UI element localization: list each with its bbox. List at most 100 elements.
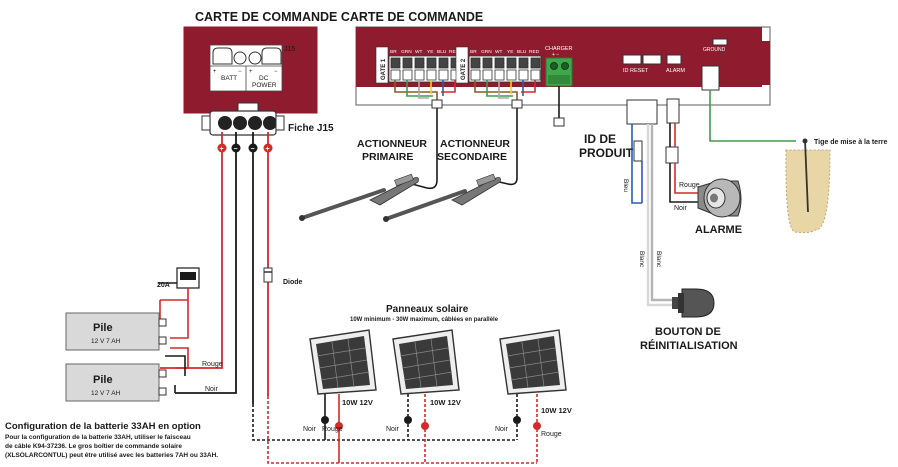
config-line-2: de câble K94-37236. Le gros boîtier de c… (5, 443, 182, 450)
gate-1-terminal-block: GATE 1 BR GRN WT YE BLU RED (375, 46, 462, 84)
gate-2-terminal-wt: WT (495, 49, 503, 55)
j15-label: J15 (284, 46, 295, 53)
dc-minus: − (274, 69, 278, 75)
gate-1-terminal-br: BR (390, 49, 397, 55)
gate-2-terminal-blu: BLU (517, 49, 527, 55)
plug-minus-2: − (251, 146, 255, 153)
power-label: POWER (252, 82, 277, 89)
solar-panel-1 (309, 329, 377, 395)
ground-rod (785, 138, 831, 234)
ground-rod-label: Tige de mise à la terre (814, 139, 888, 146)
solar-panel-2 (392, 329, 460, 395)
secondary-actuator-label-1: ACTIONNEUR (440, 138, 510, 150)
alarm-port: ALARM (666, 54, 685, 74)
id-reset-label: ID RESET (623, 68, 649, 74)
wire-blanc-1-label: Blanc (638, 251, 645, 268)
wire-blanc-2-label: Blanc (655, 251, 662, 268)
diode-label: Diode (283, 279, 303, 286)
charger-label: CHARGER (545, 46, 573, 52)
panel-3-red-label: Rouge (541, 431, 562, 438)
battery-1-name: Pile (93, 322, 113, 334)
charger-terminal: CHARGER + − (545, 46, 573, 87)
battery-1-spec: 12 V 7 AH (91, 338, 121, 345)
ground-connector (701, 65, 720, 91)
battery-wires (159, 300, 189, 393)
reset-button-label-2: RÉINITIALISATION (640, 339, 738, 352)
config-title: Configuration de la batterie 33AH en opt… (5, 421, 201, 432)
batt-minus: − (238, 69, 242, 75)
alarm-port-label: ALARM (666, 68, 685, 74)
batt-label: BATT (221, 75, 237, 82)
panel-1-red-label: Rouge (322, 426, 343, 433)
panel-1-black-label: Noir (303, 426, 317, 433)
alarm-wire-black-label: Noir (674, 205, 688, 212)
panel-3-spec: 10W 12V (541, 406, 572, 415)
config-line-1: Pour la configuration de la batterie 33A… (5, 434, 191, 441)
plug-polarity-markers: + − − + (217, 143, 273, 153)
solar-panel-3 (499, 329, 567, 395)
inline-connectors (431, 99, 565, 127)
product-id-label-1: ID DE (584, 132, 616, 146)
solar-title: Panneaux solaire (386, 304, 469, 315)
ground-port: GROUND (703, 38, 728, 53)
gate-1-terminal-wt: WT (415, 49, 423, 55)
solar-wiring (252, 394, 538, 464)
gate-1-terminal-ye: YE (427, 49, 433, 55)
board-wiring (631, 90, 796, 307)
j15-plug-label: Fiche J15 (288, 123, 334, 134)
config-line-3: (XLSOLARCONTUL) peut être utilisé avec l… (5, 452, 218, 459)
plug-plus-1: + (220, 146, 224, 153)
j15-connector-pins (212, 47, 282, 65)
solar-polarity-markers (321, 416, 541, 430)
reset-button-label-1: BOUTON DE (655, 326, 721, 338)
alarm-connector (665, 98, 680, 164)
gate-1-terminal-grn: GRN (401, 49, 412, 55)
dc-label: DC (259, 75, 269, 82)
gate-wiring (394, 80, 560, 190)
panel-3-black-label: Noir (495, 426, 509, 433)
gate-2-terminal-br: BR (470, 49, 477, 55)
battery-wire-black-label: Noir (205, 386, 219, 393)
battery-1: Pile 12 V 7 AH (65, 312, 167, 351)
batt-plus: + (213, 69, 217, 75)
fuse-label: 20A (157, 282, 170, 289)
gate-2-terminal-ye: YE (507, 49, 513, 55)
alarm-wire-red-label: Rouge (679, 182, 700, 189)
wire-bleu-label: Bleu (622, 179, 629, 192)
battery-wire-red-label: Rouge (202, 361, 223, 368)
gate-2-label: GATE 2 (461, 58, 467, 80)
gate-1-label: GATE 1 (381, 58, 387, 80)
diode (263, 267, 273, 283)
alarm-siren (697, 178, 742, 218)
fuse (158, 267, 200, 339)
primary-actuator (299, 173, 419, 221)
ground-port-label: GROUND (703, 47, 726, 53)
gate-2-terminal-grn: GRN (481, 49, 492, 55)
diagram-title: CARTE DE COMMANDE CARTE DE COMMANDE (195, 10, 483, 24)
solar-subtitle: 10W minimum - 30W maximum, câblées en pa… (350, 317, 499, 323)
secondary-actuator (383, 173, 501, 222)
battery-2: Pile 12 V 7 AH (65, 363, 167, 402)
reset-button-device (672, 288, 715, 318)
battery-2-spec: 12 V 7 AH (91, 390, 121, 397)
panel-2-spec: 10W 12V (430, 398, 461, 407)
product-id-module (626, 99, 658, 162)
plug-minus-1: − (234, 146, 238, 153)
j15-plug (201, 102, 285, 136)
primary-actuator-label-1: ACTIONNEUR (357, 138, 427, 150)
gate-1-terminal-red: RED (449, 49, 460, 55)
product-id-label-2: PRODUIT (579, 146, 634, 160)
panel-1-spec: 10W 12V (342, 398, 373, 407)
battery-2-name: Pile (93, 374, 113, 386)
gate-1-terminal-blu: BLU (437, 49, 447, 55)
charger-pins: + − (552, 52, 559, 58)
id-reset-port: ID RESET (622, 54, 662, 74)
secondary-actuator-label-2: SECONDAIRE (437, 151, 507, 163)
gate-2-terminal-red: RED (529, 49, 540, 55)
alarm-label: ALARME (695, 224, 742, 236)
primary-actuator-label-2: PRIMAIRE (362, 151, 413, 163)
panel-2-black-label: Noir (386, 426, 400, 433)
j15-board: J15 + − BATT + − DC POWER (183, 26, 318, 114)
